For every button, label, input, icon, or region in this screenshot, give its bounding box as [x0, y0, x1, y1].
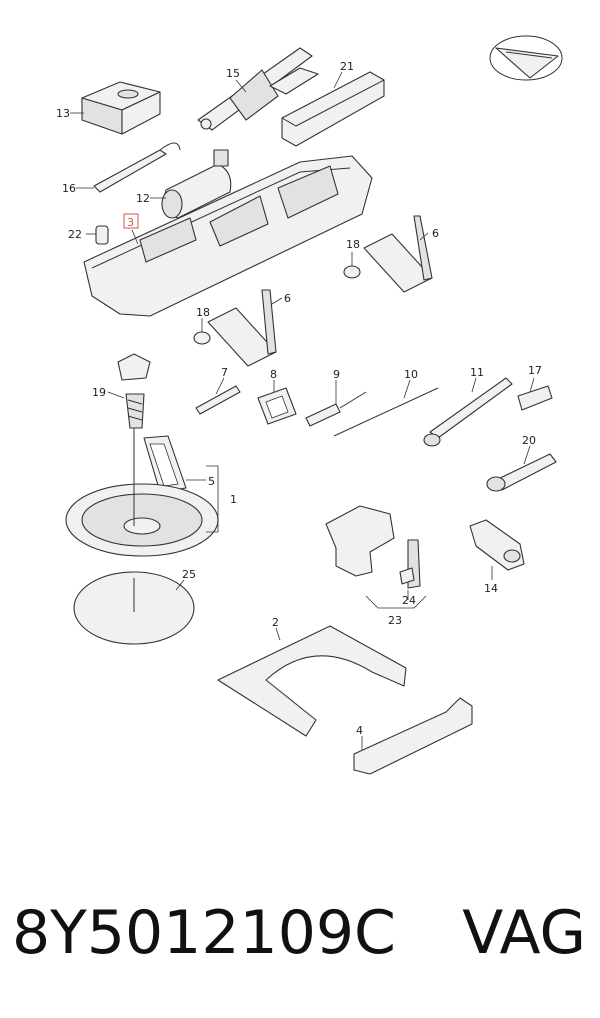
part-22-plug[interactable] [95, 225, 109, 245]
label-9: 9 [333, 368, 340, 381]
part-25-cover-disc[interactable] [73, 571, 195, 645]
label-10: 10 [404, 368, 418, 381]
part-9-screwdriver[interactable] [305, 391, 367, 427]
label-21: 21 [340, 60, 354, 73]
label-24: 24 [402, 594, 416, 607]
brand-caption: VAG [462, 898, 586, 968]
orientation-arrow-icon [489, 35, 563, 81]
part-1-spare-wheel-well[interactable] [65, 428, 219, 557]
part-6-strap-lower[interactable] [207, 289, 277, 367]
part-20-towing-eye[interactable] [486, 453, 557, 492]
part-18-nut-upper[interactable] [343, 265, 361, 279]
label-1: 1 [230, 493, 237, 506]
part-16-hook[interactable] [93, 142, 181, 193]
label-15: 15 [226, 67, 240, 80]
label-20: 20 [522, 434, 536, 447]
label-16: 16 [62, 182, 76, 195]
label-2: 2 [272, 616, 279, 629]
part-5-frame[interactable] [143, 435, 187, 493]
label-14: 14 [484, 582, 498, 595]
part-12-sealant-bottle[interactable] [161, 149, 232, 219]
part-13-tyre-inflator[interactable] [81, 81, 161, 135]
label-7: 7 [221, 366, 228, 379]
part-3-foam-insert[interactable] [83, 155, 373, 317]
part-10-rod[interactable] [333, 387, 439, 437]
part-4-foam-bar[interactable] [353, 697, 473, 775]
part-24-bracket[interactable] [399, 539, 421, 589]
label-12: 12 [136, 192, 150, 205]
label-4: 4 [356, 724, 363, 737]
part-15-jack[interactable] [197, 47, 319, 131]
label-22: 22 [68, 228, 82, 241]
label-23: 23 [388, 614, 402, 627]
label-5: 5 [208, 475, 215, 488]
label-18b: 18 [196, 306, 210, 319]
label-17: 17 [528, 364, 542, 377]
parts-diagram: 13 15 21 16 12 22 3 6 18 18 6 19 7 8 9 1… [56, 35, 563, 775]
leader-lines [70, 71, 535, 750]
part-8-pad[interactable] [257, 387, 297, 425]
part-6-strap-upper[interactable] [363, 215, 433, 293]
label-19: 19 [92, 386, 106, 399]
part-18-nut-lower[interactable] [193, 331, 211, 345]
part-23-foam-block[interactable] [325, 505, 395, 577]
label-18a: 18 [346, 238, 360, 251]
part-14-adapter[interactable] [469, 519, 525, 571]
part-7-pin[interactable] [195, 385, 241, 415]
label-8: 8 [270, 368, 277, 381]
label-11: 11 [470, 366, 484, 379]
label-25: 25 [182, 568, 196, 581]
part-21-cover-strip[interactable] [281, 71, 385, 147]
part-11-wheel-wrench[interactable] [423, 377, 513, 447]
label-6b: 6 [284, 292, 291, 305]
part-19-wing-nut[interactable] [117, 353, 151, 429]
part-2-u-tray[interactable] [217, 625, 407, 737]
part-number-caption: 8Y5012109C [12, 898, 396, 968]
label-6a: 6 [432, 227, 439, 240]
part-17-clip[interactable] [517, 385, 553, 411]
label-3: 3 [127, 216, 134, 229]
label-13: 13 [56, 107, 70, 120]
